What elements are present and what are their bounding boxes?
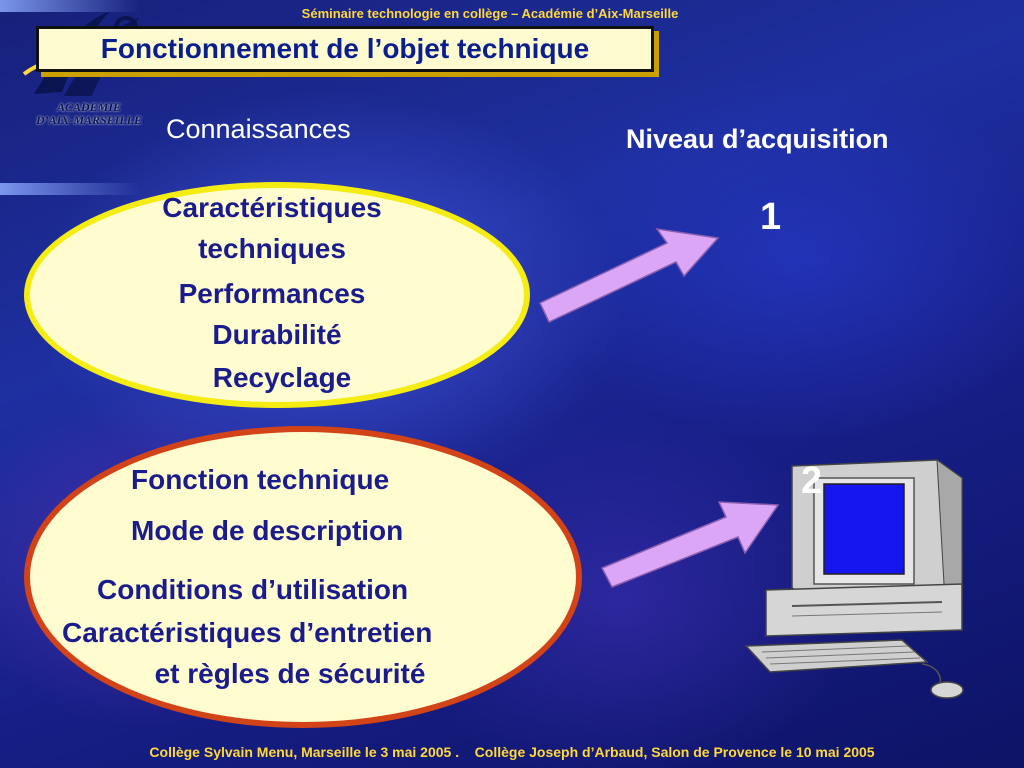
footer-text: Collège Sylvain Menu, Marseille le 3 mai…	[149, 744, 875, 760]
group1-item: Performances	[178, 278, 366, 309]
level-number-1: 1	[760, 196, 782, 238]
seminar-header: Séminaire technologie en collège – Acadé…	[301, 6, 679, 21]
group2-item: Fonction technique	[131, 464, 390, 495]
group2-item: Mode de description	[131, 515, 404, 546]
decor-stripe	[0, 0, 140, 12]
group1-item: Recyclage	[212, 362, 352, 393]
column-heading-connaissances: Connaissances	[166, 114, 351, 144]
decor-stripe	[0, 183, 140, 195]
knowledge-ellipse-2	[24, 426, 582, 728]
computer-icon	[744, 458, 964, 699]
logo-line-1: ACADEMIE	[56, 100, 122, 114]
logo-line-2: D’AIX-MARSEILLE	[35, 113, 143, 127]
knowledge-ellipse-1	[24, 182, 530, 408]
slide-title: Fonctionnement de l’objet technique	[100, 33, 590, 64]
group1-item: Caractéristiques	[162, 192, 382, 223]
group2-item: et règles de sécurité	[154, 658, 426, 689]
slide-title-box: Fonctionnement de l’objet technique	[36, 26, 654, 72]
group2-item: Conditions d’utilisation	[97, 574, 409, 605]
column-heading-niveau: Niveau d’acquisition	[626, 124, 889, 154]
group1-item: techniques	[198, 233, 346, 264]
level-number-2: 2	[801, 460, 823, 502]
group2-item: Caractéristiques d’entretien	[62, 617, 433, 648]
arrow-up-right-icon	[600, 501, 780, 588]
group1-item: Durabilité	[212, 319, 342, 350]
arrow-up-right-icon	[539, 228, 720, 323]
